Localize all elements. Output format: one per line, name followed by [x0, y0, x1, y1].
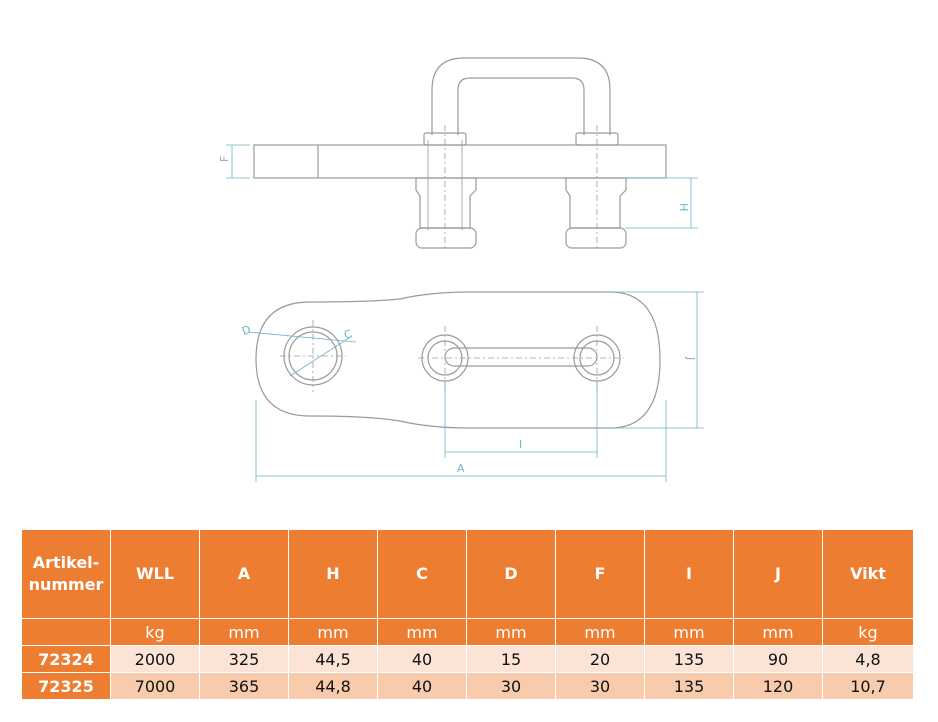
table-cell: 365 — [199, 672, 289, 700]
table-cell: 7000 — [110, 672, 200, 700]
dim-label-H: H — [677, 203, 690, 211]
table-cell: 90 — [733, 645, 823, 673]
side-view — [253, 57, 667, 250]
unit-cell: mm — [288, 618, 378, 646]
article-number-cell: 72324 — [21, 645, 111, 673]
top-view-dimensions — [247, 291, 704, 482]
side-plate — [253, 144, 667, 179]
dim-label-D: D — [240, 323, 252, 338]
header-i: I — [644, 529, 734, 619]
unit-cell: kg — [110, 618, 200, 646]
table-cell: 20 — [555, 645, 645, 673]
foot-right — [565, 227, 627, 249]
table-cell: 135 — [644, 672, 734, 700]
technical-drawing: F H D C J — [218, 57, 704, 482]
table-cell: 30 — [555, 672, 645, 700]
table-cell: 40 — [377, 672, 467, 700]
handle-outer — [431, 57, 611, 135]
unit-cell: mm — [377, 618, 467, 646]
header-a: A — [199, 529, 289, 619]
dim-label-J: J — [684, 356, 697, 360]
table-cell: 44,8 — [288, 672, 378, 700]
table-cell: 15 — [466, 645, 556, 673]
unit-cell: mm — [644, 618, 734, 646]
header-f: F — [555, 529, 645, 619]
dim-label-C: C — [342, 327, 354, 342]
header-wll: WLL — [110, 529, 200, 619]
header-row: Artikel- nummer WLL A H C D F I J Vikt — [21, 529, 914, 619]
table-cell: 4,8 — [822, 645, 914, 673]
table-cell: 10,7 — [822, 672, 914, 700]
table-cell: 40 — [377, 645, 467, 673]
dim-label-F: F — [218, 156, 231, 162]
unit-cell: kg — [822, 618, 914, 646]
table-cell: 30 — [466, 672, 556, 700]
header-h: H — [288, 529, 378, 619]
unit-cell — [21, 618, 111, 646]
dim-label-I: I — [519, 438, 522, 451]
boss-right — [565, 177, 627, 229]
specification-table: Artikel- nummer WLL A H C D F I J Vikt k… — [21, 529, 914, 700]
header-artikelnummer: Artikel- nummer — [21, 529, 111, 619]
header-j: J — [733, 529, 823, 619]
table-row: 72325 7000 365 44,8 40 30 30 135 120 10,… — [21, 672, 914, 700]
unit-cell: mm — [466, 618, 556, 646]
table-row: 72324 2000 325 44,5 40 15 20 135 90 4,8 — [21, 645, 914, 673]
handle-inner — [457, 77, 585, 135]
top-plate-outline — [255, 291, 661, 429]
header-d: D — [466, 529, 556, 619]
article-number-cell: 72325 — [21, 672, 111, 700]
unit-cell: mm — [733, 618, 823, 646]
header-c: C — [377, 529, 467, 619]
table-cell: 135 — [644, 645, 734, 673]
foot-left — [415, 227, 477, 249]
table-cell: 2000 — [110, 645, 200, 673]
unit-cell: mm — [555, 618, 645, 646]
top-view — [255, 291, 661, 429]
boss-left — [415, 177, 477, 229]
table-cell: 44,5 — [288, 645, 378, 673]
unit-cell: mm — [199, 618, 289, 646]
dim-label-A: A — [457, 462, 465, 475]
table-cell: 120 — [733, 672, 823, 700]
units-row: kg mm mm mm mm mm mm mm kg — [21, 618, 914, 646]
header-vikt: Vikt — [822, 529, 914, 619]
side-view-dimensions — [226, 144, 698, 229]
table-cell: 325 — [199, 645, 289, 673]
